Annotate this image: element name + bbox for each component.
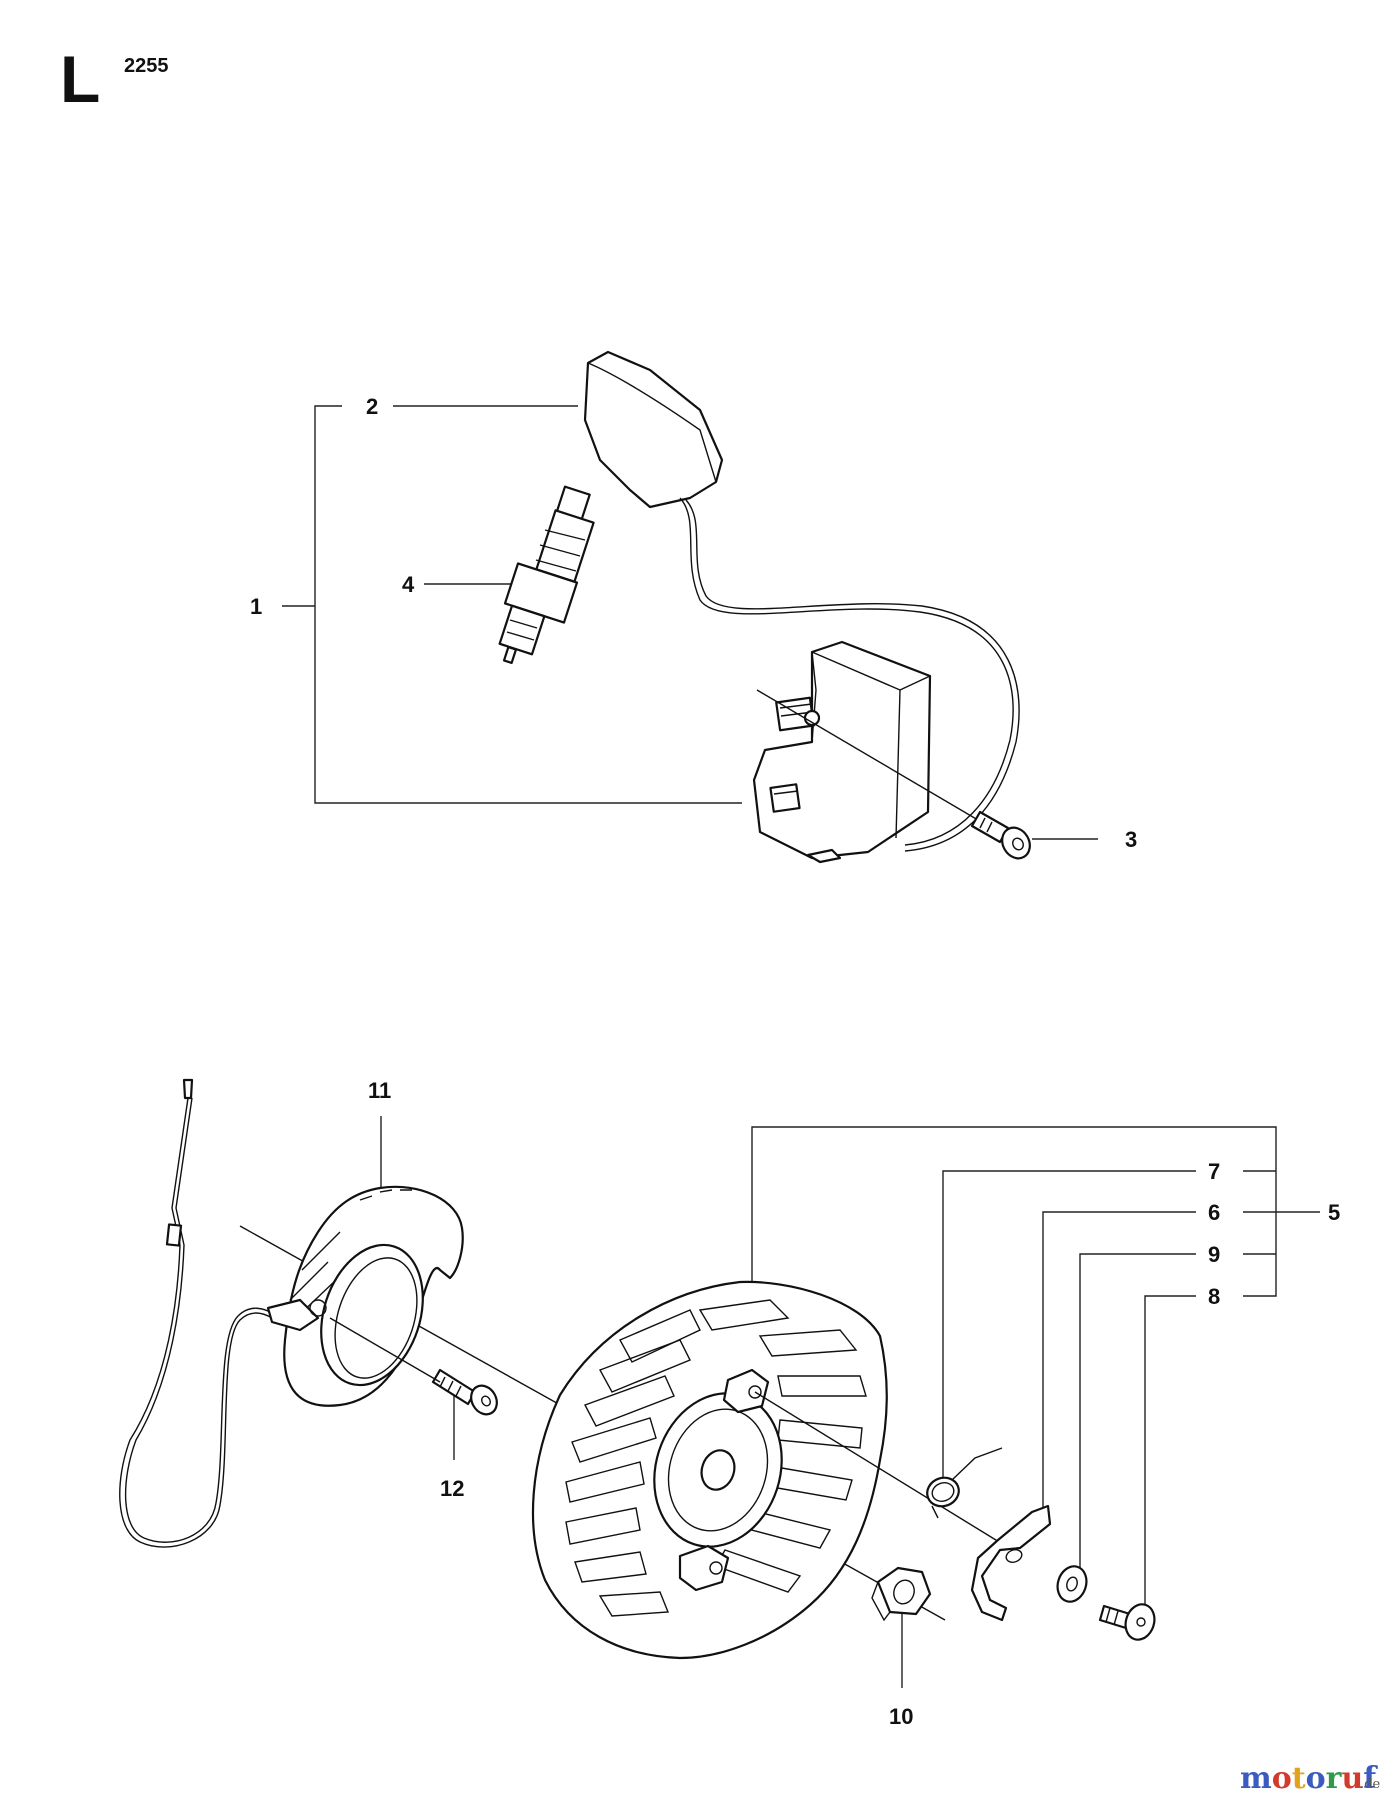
- spark-plug-boot: [583, 350, 724, 509]
- screw-3: [970, 810, 1031, 860]
- boot-edge-line: [587, 362, 717, 483]
- ignition-lead-outer: [685, 499, 1020, 852]
- leader-9: [1079, 1253, 1196, 1578]
- callout-3: 3: [1125, 827, 1137, 852]
- lower-assembly: [119, 1078, 1320, 1688]
- flywheel-nut: [871, 1566, 932, 1622]
- callout-7: 7: [1208, 1159, 1220, 1184]
- stator-coil: [266, 1185, 464, 1407]
- key-axis: [754, 1391, 1005, 1546]
- model-number: 2255: [124, 55, 169, 77]
- bracket-5-outer: [751, 1126, 1277, 1297]
- callout-2: 2: [366, 394, 378, 419]
- leader-6: [1042, 1211, 1196, 1512]
- ignition-lead: [679, 497, 1014, 846]
- screw-12-axis: [329, 1317, 441, 1383]
- callout-4: 4: [402, 572, 415, 597]
- spring: [926, 1447, 1003, 1519]
- flywheel: [531, 1280, 888, 1660]
- callout-12: 12: [440, 1476, 464, 1501]
- callout-10: 10: [889, 1704, 913, 1729]
- screw-12: [431, 1368, 498, 1416]
- section-letter: L: [60, 42, 100, 116]
- callout-6: 6: [1208, 1200, 1220, 1225]
- bracket-1: [314, 405, 742, 804]
- watermark-suffix: .de: [1360, 1777, 1380, 1792]
- callout-8: 8: [1208, 1284, 1220, 1309]
- callout-5: 5: [1328, 1200, 1340, 1225]
- leader-7: [942, 1170, 1196, 1478]
- ignition-module: [752, 640, 932, 864]
- ground-lead-wire: [119, 1078, 275, 1548]
- leader-8: [1144, 1295, 1196, 1610]
- callout-11: 11: [368, 1078, 391, 1103]
- callout-1: 1: [250, 594, 262, 619]
- callout-9: 9: [1208, 1242, 1220, 1267]
- screw-axis: [756, 689, 1013, 841]
- spark-plug: [498, 485, 595, 664]
- shoulder-screw: [1098, 1603, 1156, 1641]
- pawl: [970, 1504, 1052, 1622]
- watermark-logo: motoruf: [1240, 1761, 1378, 1796]
- upper-assembly: [282, 350, 1098, 864]
- washer: [1056, 1565, 1088, 1603]
